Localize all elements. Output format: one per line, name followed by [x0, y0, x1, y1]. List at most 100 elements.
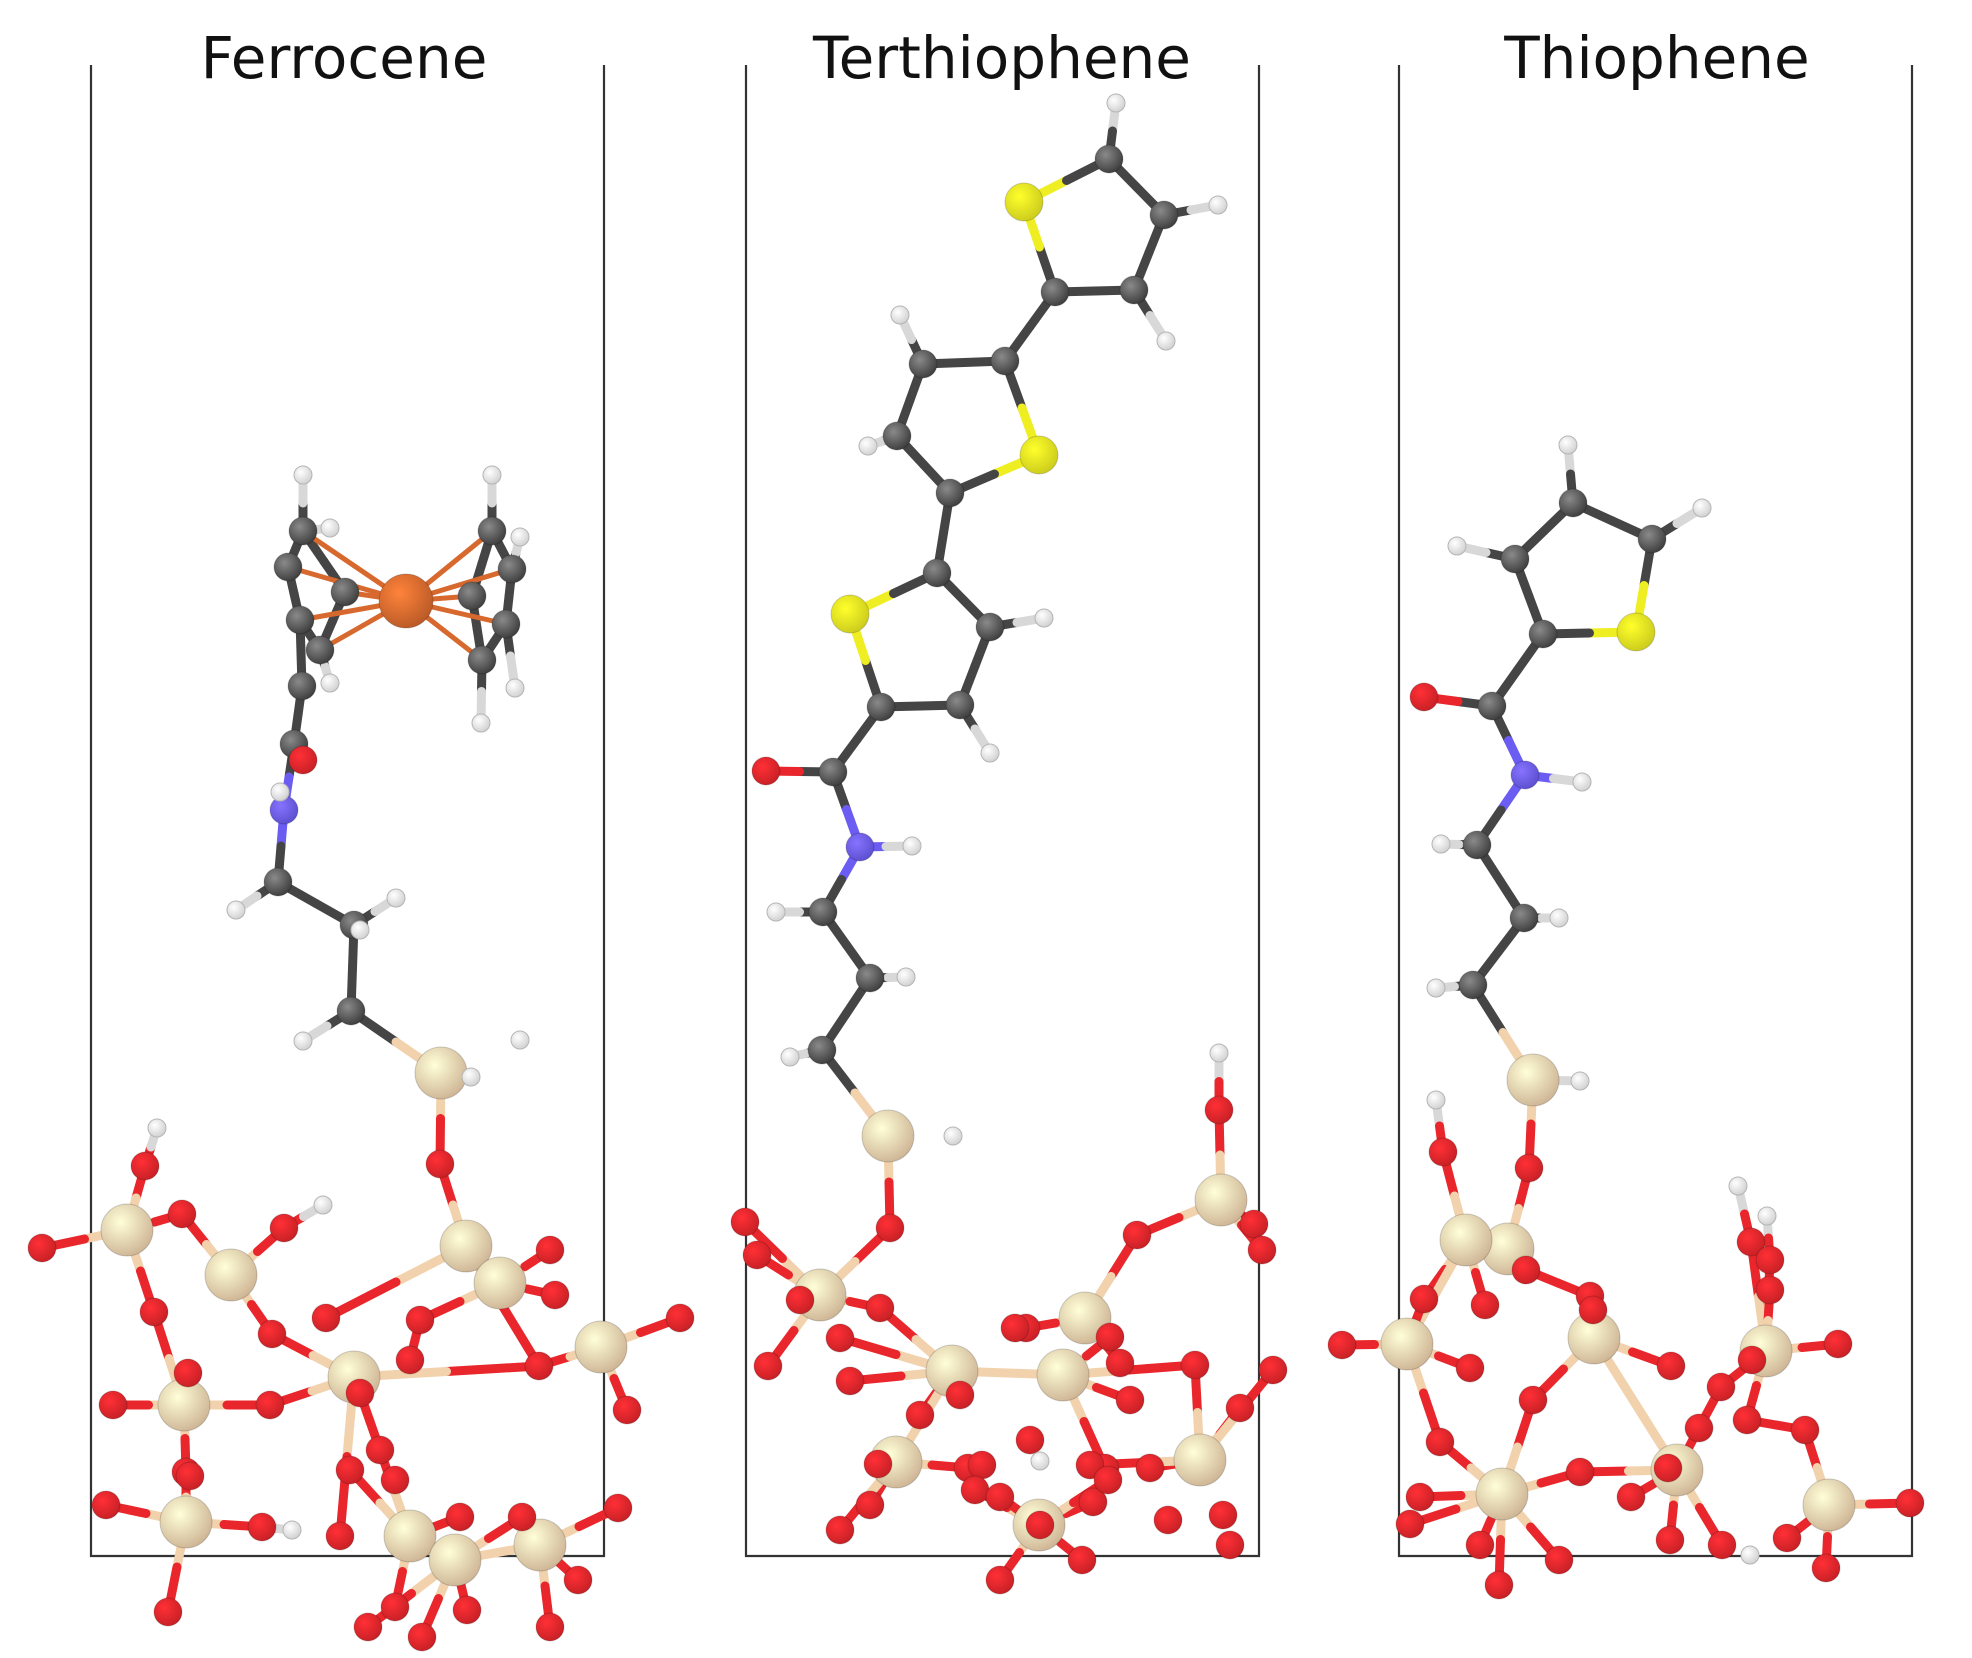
oxygen-atom — [1000, 1313, 1030, 1343]
oxygen-atom — [1823, 1329, 1853, 1359]
thiophene-title: Thiophene — [1503, 24, 1810, 92]
oxygen-atom — [1706, 1372, 1736, 1402]
nitrogen-atom — [845, 832, 875, 862]
oxygen-atom — [563, 1565, 593, 1595]
hydrogen-atom — [858, 436, 878, 456]
carbon-atom — [1509, 903, 1539, 933]
hydrogen-atom — [471, 713, 491, 733]
ferrocene-cell-frame — [89, 65, 606, 1558]
oxygen-atom — [1514, 1153, 1544, 1183]
sulfur-atom — [830, 594, 870, 634]
sulfur-atom — [1616, 612, 1656, 652]
hydrogen-atom — [1728, 1176, 1748, 1196]
oxygen-atom — [1455, 1353, 1485, 1383]
oxygen-atom — [875, 1213, 905, 1243]
oxygen-atom — [1684, 1413, 1714, 1443]
hydrogen-atom — [386, 888, 406, 908]
oxygen-atom — [535, 1612, 565, 1642]
carbon-atom — [288, 516, 318, 546]
carbon-atom — [263, 867, 293, 897]
carbon-atom — [1528, 619, 1558, 649]
carbon-atom — [1094, 144, 1124, 174]
ferrocene-molecule — [27, 465, 695, 1652]
hydrogen-atom — [1447, 536, 1467, 556]
oxygen-atom — [1015, 1425, 1045, 1455]
oxygen-atom — [1215, 1530, 1245, 1560]
silicon-atom — [861, 1109, 915, 1163]
oxygen-atom — [311, 1303, 341, 1333]
silicon-atom — [1439, 1213, 1493, 1267]
oxygen-atom — [1895, 1488, 1925, 1518]
carbon-atom — [285, 605, 315, 635]
carbon-atom — [1458, 970, 1488, 1000]
silicon-atom — [1173, 1433, 1227, 1487]
oxygen-atom — [1115, 1385, 1145, 1415]
hydrogen-atom — [890, 305, 910, 325]
hydrogen-atom — [1426, 1090, 1446, 1110]
oxygen-atom — [1225, 1393, 1255, 1423]
oxygen-atom — [905, 1400, 935, 1430]
thiophene-panel: Thiophene — [1327, 24, 1925, 1600]
sulfur-atom — [1019, 435, 1059, 475]
oxygen-atom — [1327, 1330, 1357, 1360]
oxygen-atom — [98, 1390, 128, 1420]
silicon-atom — [1506, 1053, 1560, 1107]
silicon-atom — [473, 1256, 527, 1310]
oxygen-atom — [1208, 1500, 1238, 1530]
terthiophene-panel: Terthiophene — [730, 24, 1288, 1595]
oxygen-atom — [524, 1351, 554, 1381]
thiophene-atoms — [1327, 435, 1925, 1600]
hydrogen-atom — [320, 673, 340, 693]
carbon-atom — [1119, 275, 1149, 305]
oxygen-atom — [325, 1521, 355, 1551]
hydrogen-atom — [1209, 1043, 1229, 1063]
oxygen-atom — [1736, 1227, 1766, 1257]
oxygen-atom — [407, 1622, 437, 1652]
ferrocene-atoms — [27, 465, 695, 1652]
silicon-atom — [1380, 1317, 1434, 1371]
oxygen-atom — [730, 1207, 760, 1237]
oxygen-atom — [27, 1233, 57, 1263]
oxygen-atom — [1772, 1523, 1802, 1553]
oxygen-atom — [380, 1592, 410, 1622]
silicon-atom — [1036, 1348, 1090, 1402]
bond — [442, 1361, 544, 1376]
oxygen-atom — [1409, 682, 1439, 712]
hydrogen-atom — [1570, 1071, 1590, 1091]
carbon-atom — [1477, 691, 1507, 721]
hydrogen-atom — [943, 1126, 963, 1146]
oxygen-atom — [1095, 1322, 1125, 1352]
carbon-atom — [1149, 200, 1179, 230]
silicon-atom — [1194, 1173, 1248, 1227]
oxygen-atom — [1239, 1209, 1269, 1239]
oxygen-atom — [452, 1595, 482, 1625]
hydrogen-atom — [461, 1067, 481, 1087]
silicon-atom — [100, 1203, 154, 1257]
oxygen-atom — [1470, 1290, 1500, 1320]
oxygen-atom — [345, 1378, 375, 1408]
oxygen-atom — [1135, 1453, 1165, 1483]
thiophene-molecule — [1327, 435, 1925, 1600]
oxygen-atom — [535, 1235, 565, 1265]
carbon-atom — [935, 478, 965, 508]
carbon-atom — [467, 645, 497, 675]
hydrogen-atom — [780, 1047, 800, 1067]
silicon-atom — [383, 1509, 437, 1563]
carbon-atom — [1500, 544, 1530, 574]
ferrocene-panel: Ferrocene — [27, 24, 695, 1652]
oxygen-atom — [139, 1297, 169, 1327]
oxygen-atom — [1093, 1465, 1123, 1495]
terthiophene-title: Terthiophene — [812, 24, 1191, 92]
oxygen-atom — [967, 1450, 997, 1480]
carbon-atom — [975, 612, 1005, 642]
oxygen-atom — [825, 1323, 855, 1353]
silicon-atom — [513, 1518, 567, 1572]
oxygen-atom — [1067, 1545, 1097, 1575]
hydrogen-atom — [1572, 772, 1592, 792]
carbon-atom — [1558, 488, 1588, 518]
oxygen-atom — [1465, 1530, 1495, 1560]
oxygen-atom — [425, 1149, 455, 1179]
oxygen-atom — [255, 1390, 285, 1420]
oxygen-atom — [507, 1502, 537, 1532]
carbon-atom — [808, 897, 838, 927]
